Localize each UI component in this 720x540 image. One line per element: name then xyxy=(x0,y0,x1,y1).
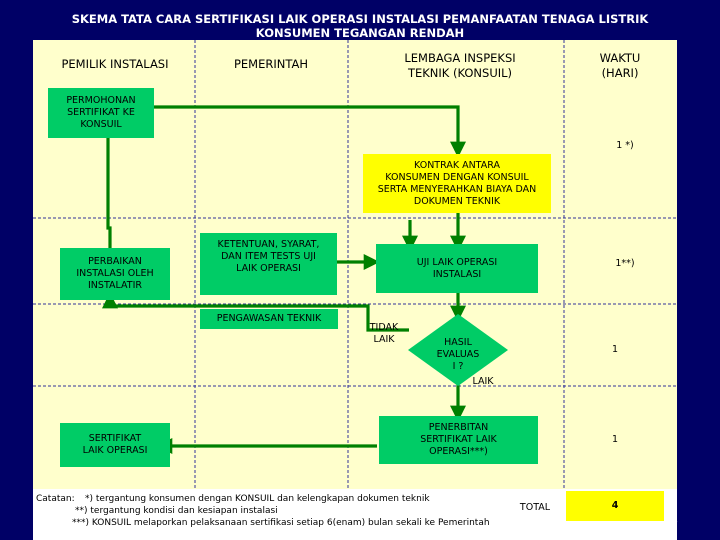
box-kontrak-line3: SERTA MENYERAHKAN BIAYA DAN xyxy=(377,183,537,195)
box-penerbitan: PENERBITAN SERTIFIKAT LAIK OPERASI***) xyxy=(379,416,538,464)
box-ketentuan-line3: LAIK OPERASI xyxy=(236,263,301,274)
header-waktu-line2: (HARI) xyxy=(601,66,639,80)
note-3: ***) KONSUIL melaporkan pelaksanaan sert… xyxy=(72,518,490,528)
box-pengawasan: PENGAWASAN TEKNIK xyxy=(200,309,338,329)
header-lembaga-line1: LEMBAGA INSPEKSI xyxy=(404,51,516,65)
header-lembaga-line2: TEKNIK (KONSUIL) xyxy=(407,66,513,80)
box-perbaikan-line3: INSTALATIR xyxy=(88,280,142,291)
box-perbaikan: PERBAIKAN INSTALASI OLEH INSTALATIR xyxy=(60,248,170,300)
box-sertifikat-line1: SERTIFIKAT xyxy=(88,433,142,444)
header-waktu-line1: WAKTU xyxy=(599,51,641,65)
decision-label: HASIL EVALUAS I ? xyxy=(428,337,488,373)
decision-diamond xyxy=(408,314,508,386)
tidak-laik-label: TIDAK LAIK xyxy=(362,322,406,346)
box-penerbitan-line2: SERTIFIKAT LAIK xyxy=(420,434,497,445)
tidak-laik-line2: LAIK xyxy=(373,334,395,345)
box-penerbitan-line1: PENERBITAN xyxy=(428,422,489,433)
box-ketentuan-line2: DAN ITEM TESTS UJI xyxy=(221,251,316,262)
waktu-row1: 1 *) xyxy=(616,140,634,151)
decision-label-line3: I ? xyxy=(452,361,464,372)
box-ketentuan-line1: KETENTUAN, SYARAT, xyxy=(217,239,320,250)
slide-title-line2: KONSUMEN TEGANGAN RENDAH xyxy=(255,26,465,40)
box-kontrak-line1: KONTRAK ANTARA xyxy=(414,159,500,171)
header-lembaga: LEMBAGA INSPEKSI TEKNIK (KONSUIL) xyxy=(370,51,550,81)
waktu-row4: 1 xyxy=(611,434,619,445)
total-value: 4 xyxy=(611,500,619,511)
box-kontrak-line2: KONSUMEN DENGAN KONSUIL xyxy=(385,171,529,183)
box-kontrak: KONTRAK ANTARA KONSUMEN DENGAN KONSUIL S… xyxy=(363,154,551,213)
header-waktu: WAKTU (HARI) xyxy=(570,51,670,81)
page-number: 13 xyxy=(664,514,678,527)
tidak-laik-line1: TIDAK xyxy=(369,322,399,333)
waktu-row3: 1 xyxy=(611,344,619,355)
laik-label: LAIK xyxy=(472,376,494,387)
header-pemilik: PEMILIK INSTALASI xyxy=(61,57,169,71)
decision-label-line1: HASIL xyxy=(444,337,472,348)
box-permohonan-line3: KONSUIL xyxy=(80,119,122,130)
box-permohonan: PERMOHONAN SERTIFIKAT KE KONSUIL xyxy=(48,88,154,138)
box-perbaikan-line2: INSTALASI OLEH xyxy=(76,268,154,279)
box-uji: UJI LAIK OPERASI INSTALASI xyxy=(376,244,538,293)
box-perbaikan-line1: PERBAIKAN xyxy=(88,256,142,267)
arrow-permohonan-to-kontrak xyxy=(145,105,466,158)
waktu-row2: 1**) xyxy=(615,258,635,269)
box-pengawasan-label: PENGAWASAN TEKNIK xyxy=(216,313,322,324)
arrow-hasil-to-perbaikan xyxy=(102,292,409,332)
note-2: **) tergantung kondisi dan kesiapan inst… xyxy=(75,506,278,516)
decision-label-line2: EVALUAS xyxy=(436,349,480,360)
box-uji-line2: INSTALASI xyxy=(432,268,482,280)
box-penerbitan-line3: OPERASI***) xyxy=(429,446,488,457)
total-label: TOTAL xyxy=(519,502,551,513)
note-1: *) tergantung konsumen dengan KONSUIL da… xyxy=(85,494,430,504)
notes-label: Catatan: xyxy=(36,494,75,504)
box-kontrak-line4: DOKUMEN TEKNIK xyxy=(413,195,501,207)
box-permohonan-line2: SERTIFIKAT KE xyxy=(67,107,135,118)
header-pemerintah: PEMERINTAH xyxy=(233,57,309,71)
total-value-box: 4 xyxy=(566,491,664,521)
slide-title-line1: SKEMA TATA CARA SERTIFIKASI LAIK OPERASI… xyxy=(71,12,649,26)
box-sertifikat: SERTIFIKAT LAIK OPERASI xyxy=(60,423,170,467)
arrow-perbaikan-to-permohonan xyxy=(100,118,116,248)
box-permohonan-line1: PERMOHONAN xyxy=(66,95,136,106)
box-uji-line1: UJI LAIK OPERASI xyxy=(416,256,498,268)
box-ketentuan: KETENTUAN, SYARAT, DAN ITEM TESTS UJI LA… xyxy=(200,233,337,295)
box-sertifikat-line2: LAIK OPERASI xyxy=(82,445,148,456)
